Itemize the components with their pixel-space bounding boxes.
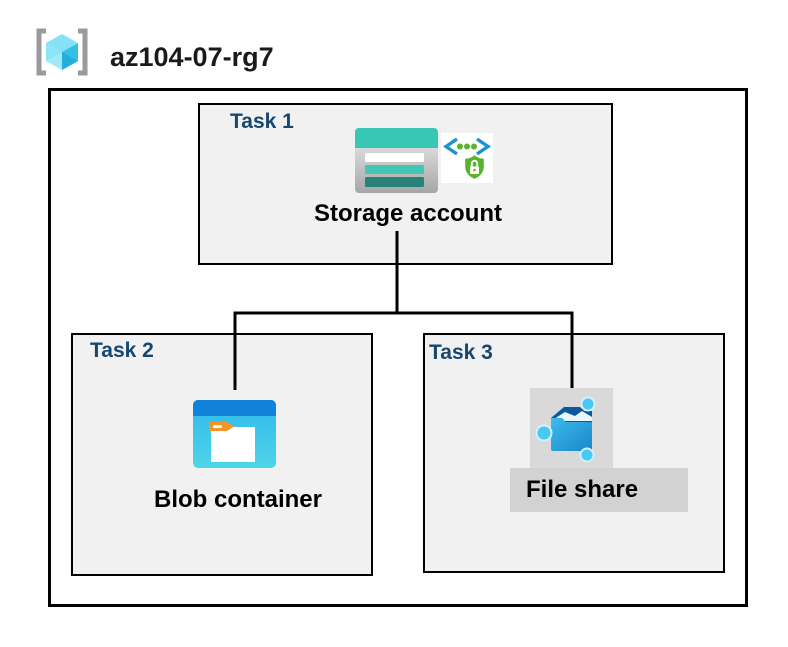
- task3-label: Task 3: [429, 341, 493, 364]
- blob-container-icon: [193, 400, 276, 468]
- storage-account-icon: [355, 128, 438, 193]
- task2-label: Task 2: [90, 339, 154, 362]
- task1-label: Task 1: [230, 110, 294, 133]
- storage-account-label: Storage account: [313, 200, 503, 227]
- resource-group-name: az104-07-rg7: [110, 42, 274, 72]
- sas-shield-icon: [441, 133, 493, 183]
- file-share-icon: [535, 396, 596, 463]
- file-share-label: File share: [526, 476, 639, 503]
- resource-group-icon: [36, 28, 88, 76]
- file-share-label-backdrop: [510, 468, 688, 512]
- blob-container-label: Blob container: [153, 486, 322, 513]
